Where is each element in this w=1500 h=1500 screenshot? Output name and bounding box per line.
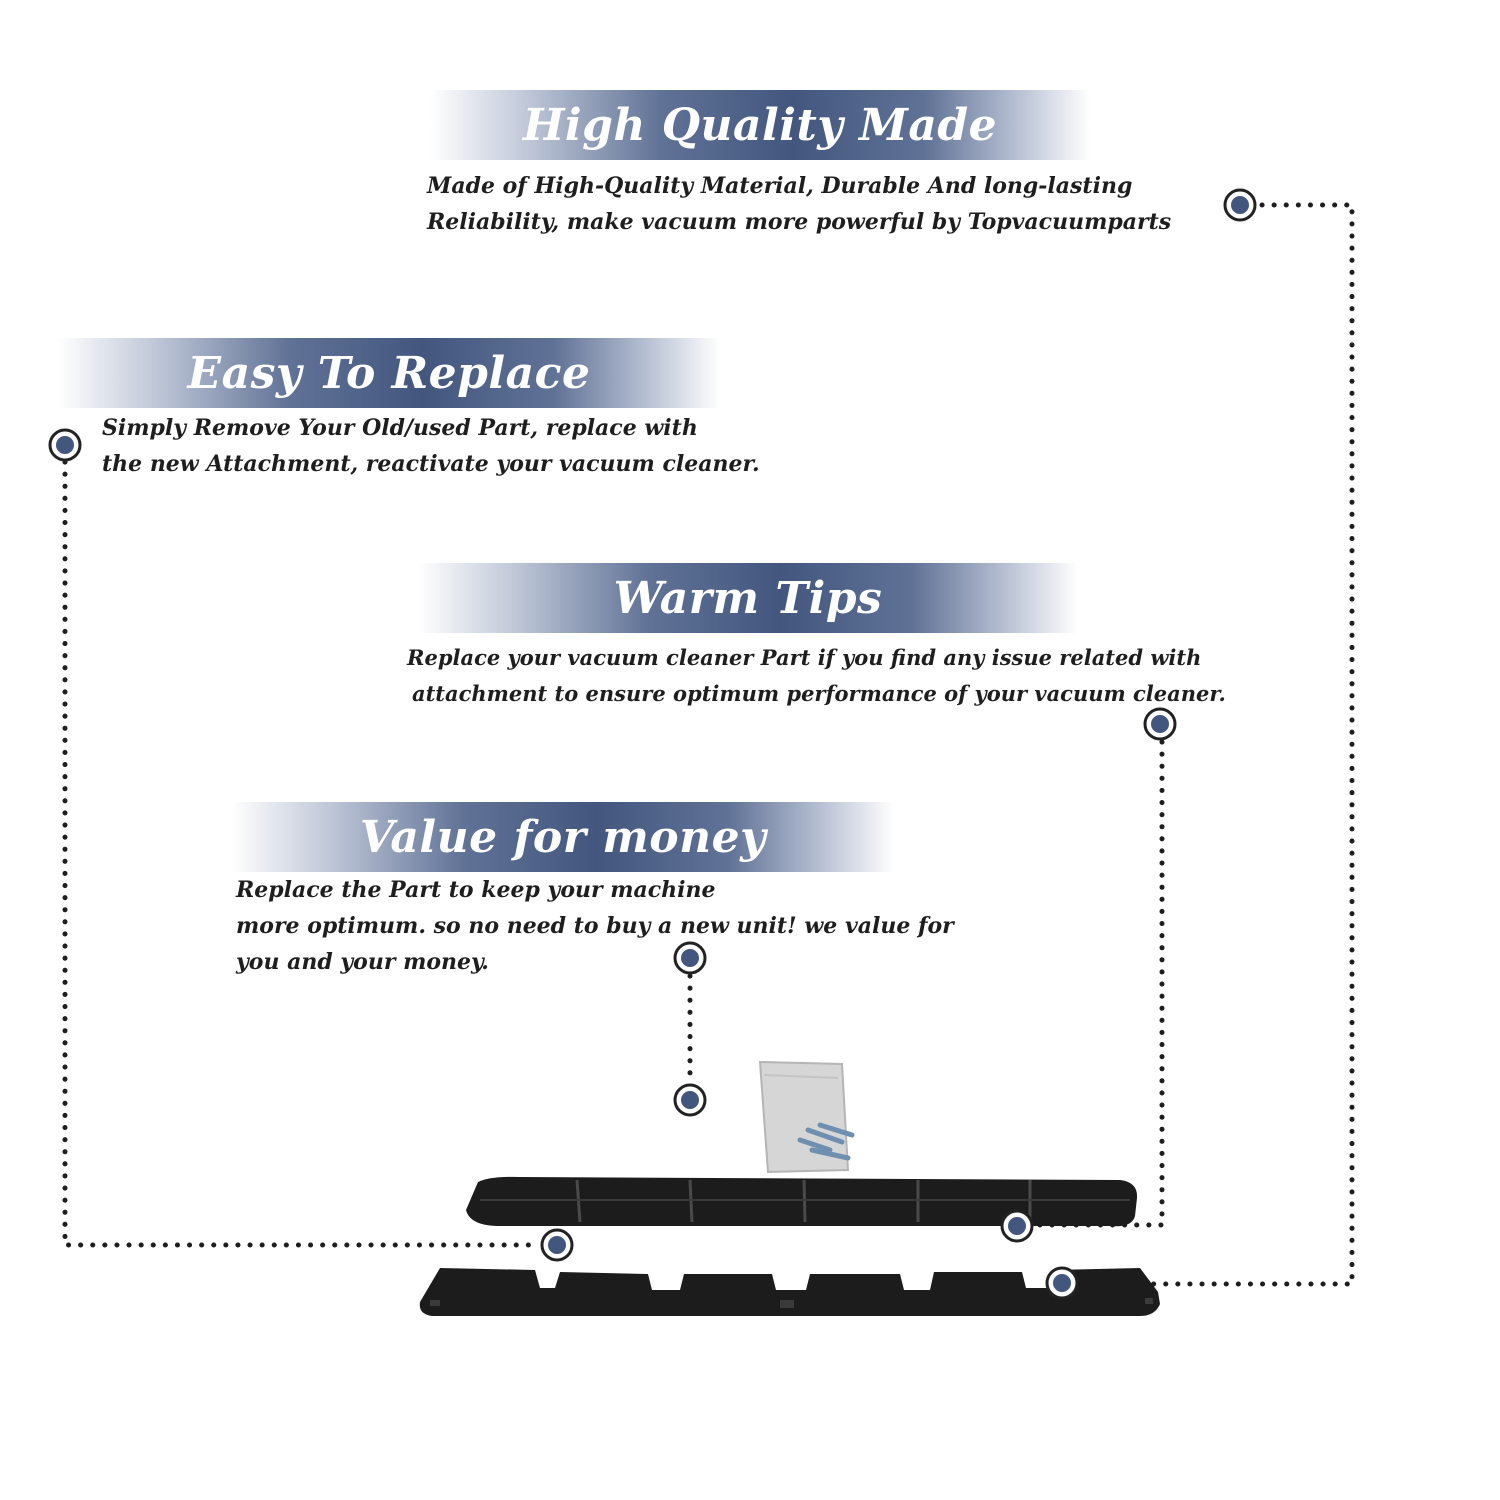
description-line: Made of High-Quality Material, Durable A…: [427, 173, 1133, 199]
marker-icon: [540, 1228, 574, 1262]
banner-title: Easy To Replace: [187, 347, 591, 399]
banner-warm-tips: Warm Tips: [418, 563, 1078, 633]
marker-icon: [1223, 188, 1257, 222]
description-high-quality: Made of High-Quality Material, Durable A…: [427, 168, 1171, 240]
banner-easy-replace: Easy To Replace: [58, 338, 720, 408]
description-line: you and your money.: [236, 949, 489, 975]
banner-value-money: Value for money: [232, 802, 894, 872]
description-line: more optimum. so no need to buy a new un…: [236, 913, 954, 939]
connector-high-quality: [1077, 202, 1355, 1287]
description-easy-replace: Simply Remove Your Old/used Part, replac…: [102, 410, 760, 482]
marker-icon: [48, 428, 82, 462]
marker-icon: [673, 1083, 707, 1117]
description-line: the new Attachment, reactivate your vacu…: [102, 451, 760, 477]
marker-icon: [673, 941, 707, 975]
lower-strip-icon: [419, 1268, 1160, 1316]
screw-packet-icon: [758, 1060, 855, 1174]
upper-strip-icon: [466, 1176, 1138, 1227]
description-value-money: Replace the Part to keep your machine mo…: [236, 872, 954, 980]
description-line: Replace the Part to keep your machine: [236, 877, 716, 903]
connector-warm-tips: [1031, 739, 1165, 1228]
description-line: Simply Remove Your Old/used Part, replac…: [102, 415, 698, 441]
banner-title: Warm Tips: [613, 572, 883, 624]
description-line: Replace your vacuum cleaner Part if you …: [407, 645, 1202, 670]
marker-icon: [1143, 707, 1177, 741]
markers: [48, 188, 1257, 1300]
connector-easy-replace: [62, 459, 543, 1248]
description-line: Reliability, make vacuum more powerful b…: [427, 209, 1172, 235]
description-line: attachment to ensure optimum performance…: [412, 681, 1226, 706]
banner-high-quality: High Quality Made: [430, 90, 1090, 160]
marker-icon: [1000, 1209, 1034, 1243]
marker-icon: [1045, 1266, 1079, 1300]
banner-title: High Quality Made: [522, 99, 998, 151]
description-warm-tips: Replace your vacuum cleaner Part if you …: [407, 640, 1226, 712]
banner-title: Value for money: [359, 811, 767, 863]
